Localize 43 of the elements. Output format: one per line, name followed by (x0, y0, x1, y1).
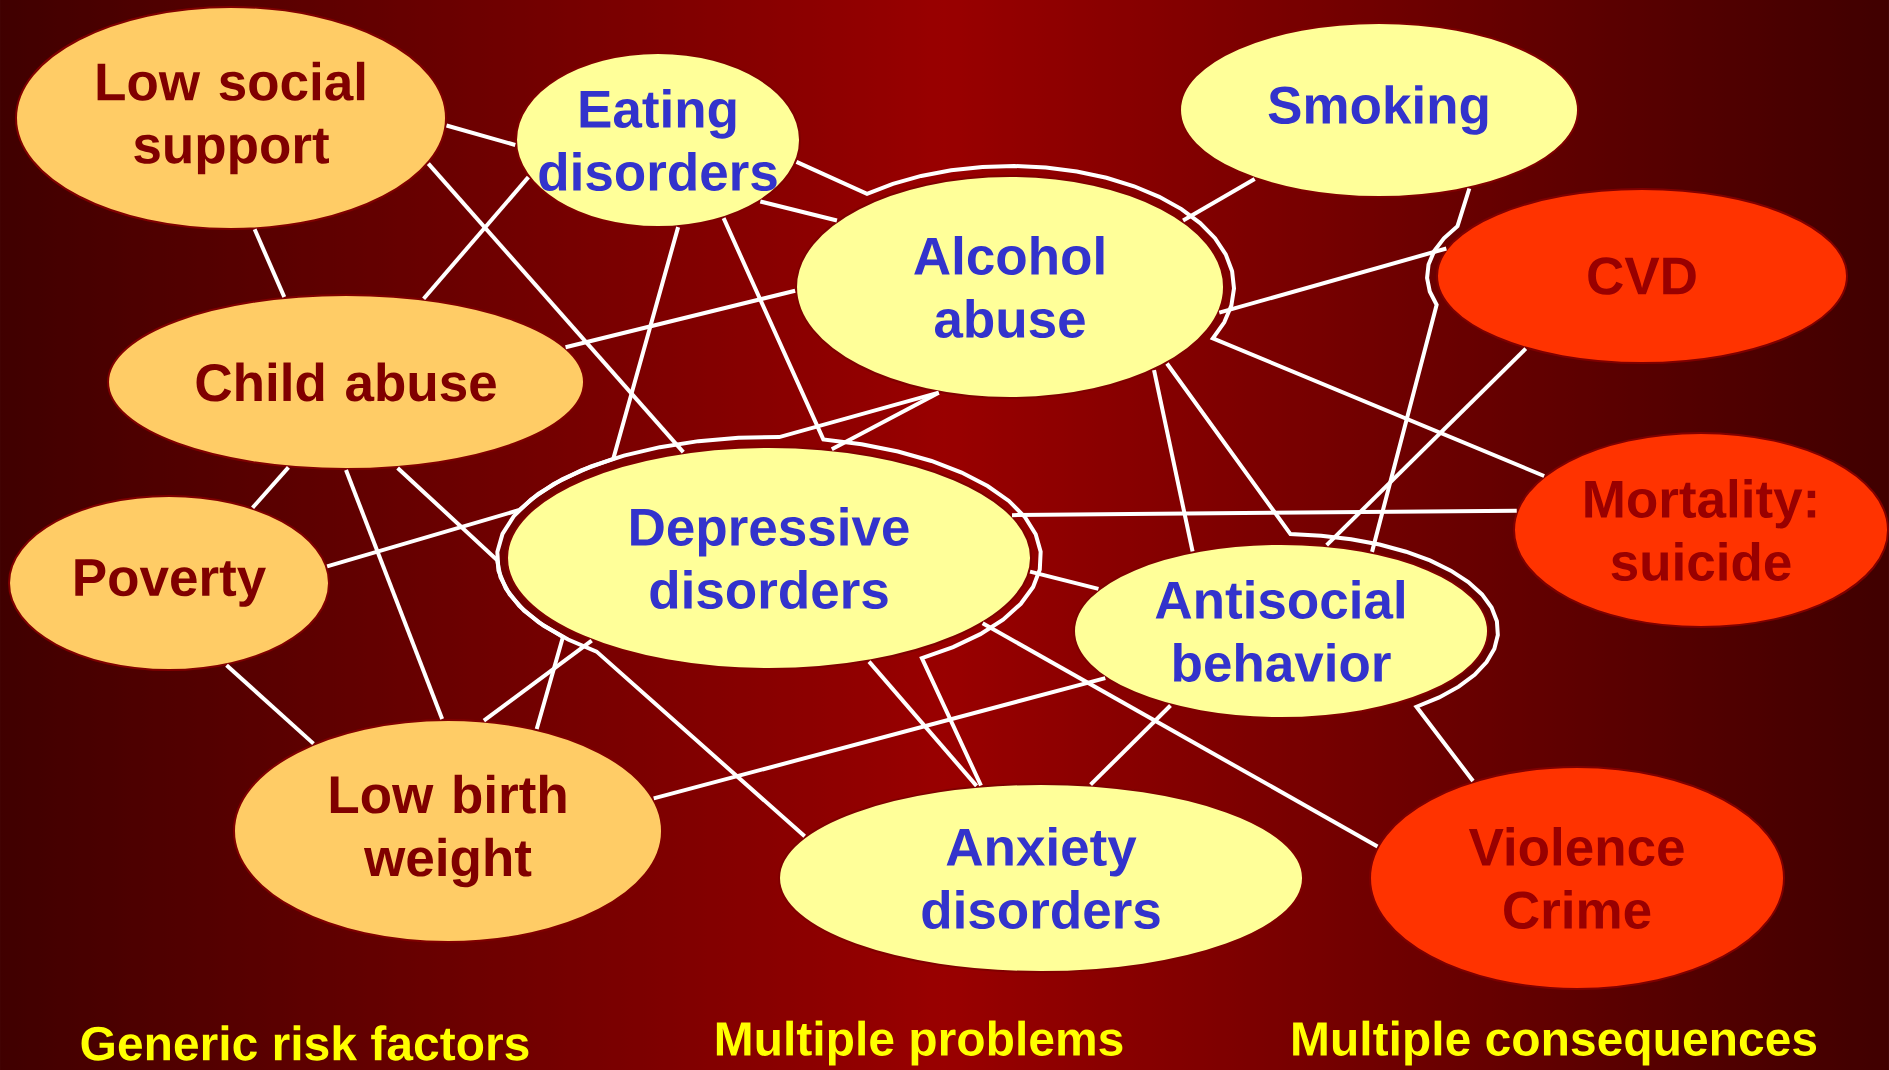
ellipse-node: Child abuse (107, 294, 585, 470)
connector-line (867, 660, 979, 788)
ellipse-node: Alcohol abuse (795, 175, 1225, 399)
ellipse-node: Mortality: suicide (1513, 432, 1889, 628)
connector-line (1012, 508, 1517, 518)
ellipse-node: CVD (1436, 188, 1848, 364)
ellipse-node: Violence Crime (1369, 766, 1785, 990)
connector-line (422, 175, 530, 301)
connector-line (565, 288, 796, 350)
connector-line (1029, 569, 1099, 591)
connector-line (396, 466, 806, 838)
connector-line (251, 466, 290, 510)
connector-line (482, 639, 593, 723)
connector-line (326, 390, 940, 569)
ellipse-node: Low birth weight (233, 719, 663, 943)
connector-line (1370, 187, 1472, 553)
ellipse-node: Low social support (15, 6, 447, 230)
connector-line (445, 123, 516, 147)
connector-line (495, 226, 681, 730)
connector-line (1182, 177, 1256, 223)
group-label: Multiple consequences (1293, 1020, 1817, 1066)
connector-line (344, 469, 444, 720)
connector-line (1165, 362, 1500, 783)
group-label: Generic risk factors (81, 1025, 529, 1061)
connector-line (759, 199, 838, 223)
ellipse-node: Depressive disorders (506, 446, 1032, 670)
connector-line (1218, 246, 1447, 315)
ellipse-node: Antisocial behavior (1073, 543, 1489, 719)
group-label: Multiple problems (716, 1020, 1123, 1066)
connector-line (1089, 704, 1172, 787)
connector-line (225, 663, 315, 746)
connector-line (721, 217, 1043, 787)
connector-line (795, 160, 1545, 478)
connector-line (1152, 369, 1195, 552)
ellipse-node: Eating disorders (515, 52, 801, 228)
connector-line (981, 621, 1379, 849)
ellipse-node: Smoking (1179, 22, 1579, 198)
connector-line (426, 162, 685, 454)
ellipse-node: Poverty (8, 495, 330, 671)
connector-line (252, 228, 287, 298)
connector-line (1325, 347, 1528, 547)
ellipse-node: Anxiety disorders (778, 783, 1304, 973)
connector-line (653, 676, 1106, 801)
